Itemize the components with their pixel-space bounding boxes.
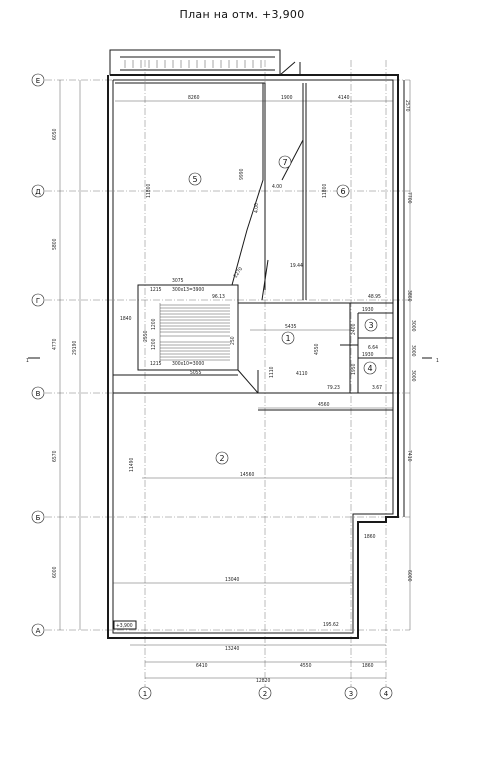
dim-1200b: 1200 xyxy=(151,338,157,350)
section-mark-right: 1 xyxy=(436,358,439,364)
room-5-number: 5 xyxy=(192,175,197,184)
dim-11800: 11800 xyxy=(146,184,152,198)
dim-96.13: 96.13 xyxy=(212,294,225,300)
dim-48.95: 48.95 xyxy=(368,294,381,300)
dim-1950: 1950 xyxy=(351,363,357,375)
room-tag-6 xyxy=(336,184,350,198)
dim-1860: 1860 xyxy=(364,534,376,540)
room-3-number: 3 xyxy=(368,321,373,330)
dim-1900: 1900 xyxy=(281,95,293,101)
dim-2550: 2550 xyxy=(143,330,149,342)
dim-7410: 7410 xyxy=(406,450,412,462)
room-2-number: 2 xyxy=(219,454,224,463)
dim-300x13: 300x13=3900 xyxy=(172,287,204,293)
dim-250: 250 xyxy=(230,336,236,345)
dim-3000a: 3000 xyxy=(410,320,416,332)
dim-4550: 4550 xyxy=(300,663,312,669)
dim-1860b: 1860 xyxy=(362,663,374,669)
dim-6000r: 6000 xyxy=(406,570,412,582)
dim-5055: 5055 xyxy=(190,370,202,376)
dim-11490: 11490 xyxy=(129,458,135,472)
dim-9990: 9990 xyxy=(239,168,245,180)
dim-3075: 3075 xyxy=(172,278,184,284)
axis-label-4: 4 xyxy=(384,690,389,698)
room-tag-5 xyxy=(188,172,202,186)
room-tag-7 xyxy=(278,155,292,169)
dim-1930: 1930 xyxy=(362,307,374,313)
dim-19.44: 19.44 xyxy=(290,263,303,269)
dim-195.62: 195.62 xyxy=(323,622,339,628)
axis-label-2: 2 xyxy=(263,690,267,698)
room-tag-2 xyxy=(215,451,229,465)
section-mark: 1 1 xyxy=(26,357,439,364)
dim-12820: 12820 xyxy=(256,678,270,684)
dim-4.00b: 4.00 xyxy=(254,203,260,213)
dim-6570: 6570 xyxy=(52,450,58,462)
axis-label-E: Е xyxy=(36,77,40,85)
dim-3000b: 3000 xyxy=(410,345,416,357)
dim-6.64: 6.64 xyxy=(368,345,378,351)
dim-13040: 13040 xyxy=(225,577,239,583)
axis-label-B: Б xyxy=(36,514,41,522)
drawing-title: План на отм. +3,900 xyxy=(179,8,305,21)
dim-3000c: 3000 xyxy=(410,370,416,382)
room-tag-3 xyxy=(364,318,378,332)
outer-walls xyxy=(107,49,405,639)
axis-label-3: 3 xyxy=(349,690,353,698)
dim-6050: 6050 xyxy=(52,128,58,140)
room-4-number: 4 xyxy=(367,364,372,373)
axis-label-A: А xyxy=(36,627,41,635)
room-6-number: 6 xyxy=(340,187,345,196)
dim-4140: 4140 xyxy=(338,95,350,101)
dim-2400: 2400 xyxy=(351,323,357,335)
room-7-number: 7 xyxy=(282,158,287,167)
axis-bubbles-numbers: 1 2 3 4 xyxy=(138,686,393,700)
axis-label-D: Д xyxy=(35,188,41,196)
axis-label-1: 1 xyxy=(143,690,147,698)
dim-4560: 4560 xyxy=(318,402,330,408)
dim-300x10: 300x10=3000 xyxy=(172,361,204,367)
axis-label-V: В xyxy=(36,390,41,398)
dim-79.23: 79.23 xyxy=(327,385,340,391)
dim-4550v: 4550 xyxy=(314,343,320,355)
dim-8260: 8260 xyxy=(188,95,200,101)
dim-6000: 6000 xyxy=(52,566,58,578)
dim-1200: 1200 xyxy=(151,318,157,330)
dim-5435: 5435 xyxy=(285,324,297,330)
dim-1215: 1215 xyxy=(150,287,162,293)
section-mark-left: 1 xyxy=(26,358,29,364)
dim-4.00: 4.00 xyxy=(272,184,282,190)
dim-29190: 29190 xyxy=(72,341,78,355)
dim-2270: 2270 xyxy=(233,266,245,279)
dim-4770: 4770 xyxy=(52,338,58,350)
stairs xyxy=(124,60,262,362)
axis-bubbles-letters: Е Д Г В Б А xyxy=(31,73,45,637)
dimension-lines xyxy=(59,80,411,679)
dim-11800b: 11800 xyxy=(322,184,328,198)
room-1-number: 1 xyxy=(285,334,290,343)
dim-1840: 1840 xyxy=(120,316,132,322)
dim-2570: 2570 xyxy=(404,100,410,112)
interior-walls xyxy=(113,82,393,411)
dim-1110: 1110 xyxy=(269,366,275,378)
dim-3860: 3860 xyxy=(406,290,412,302)
dimension-texts: 8260 1900 4140 2570 6050 5800 4770 6570 … xyxy=(52,95,416,684)
dim-6410: 6410 xyxy=(196,663,208,669)
axis-label-G: Г xyxy=(36,297,40,305)
dim-3.67: 3.67 xyxy=(372,385,382,391)
dim-14560: 14560 xyxy=(240,472,254,478)
dim-7700: 7700 xyxy=(406,192,412,204)
room-tag-1 xyxy=(281,331,295,345)
dim-1930b: 1930 xyxy=(362,352,374,358)
dim-4110: 4110 xyxy=(296,371,308,377)
dim-1215b: 1215 xyxy=(150,361,162,367)
dim-5800: 5800 xyxy=(52,238,58,250)
dim-13240: 13240 xyxy=(225,646,239,652)
room-tags: 5 7 6 1 3 4 2 xyxy=(188,155,378,465)
room-tag-4 xyxy=(363,361,377,375)
level-mark: +3,900 xyxy=(116,623,133,629)
